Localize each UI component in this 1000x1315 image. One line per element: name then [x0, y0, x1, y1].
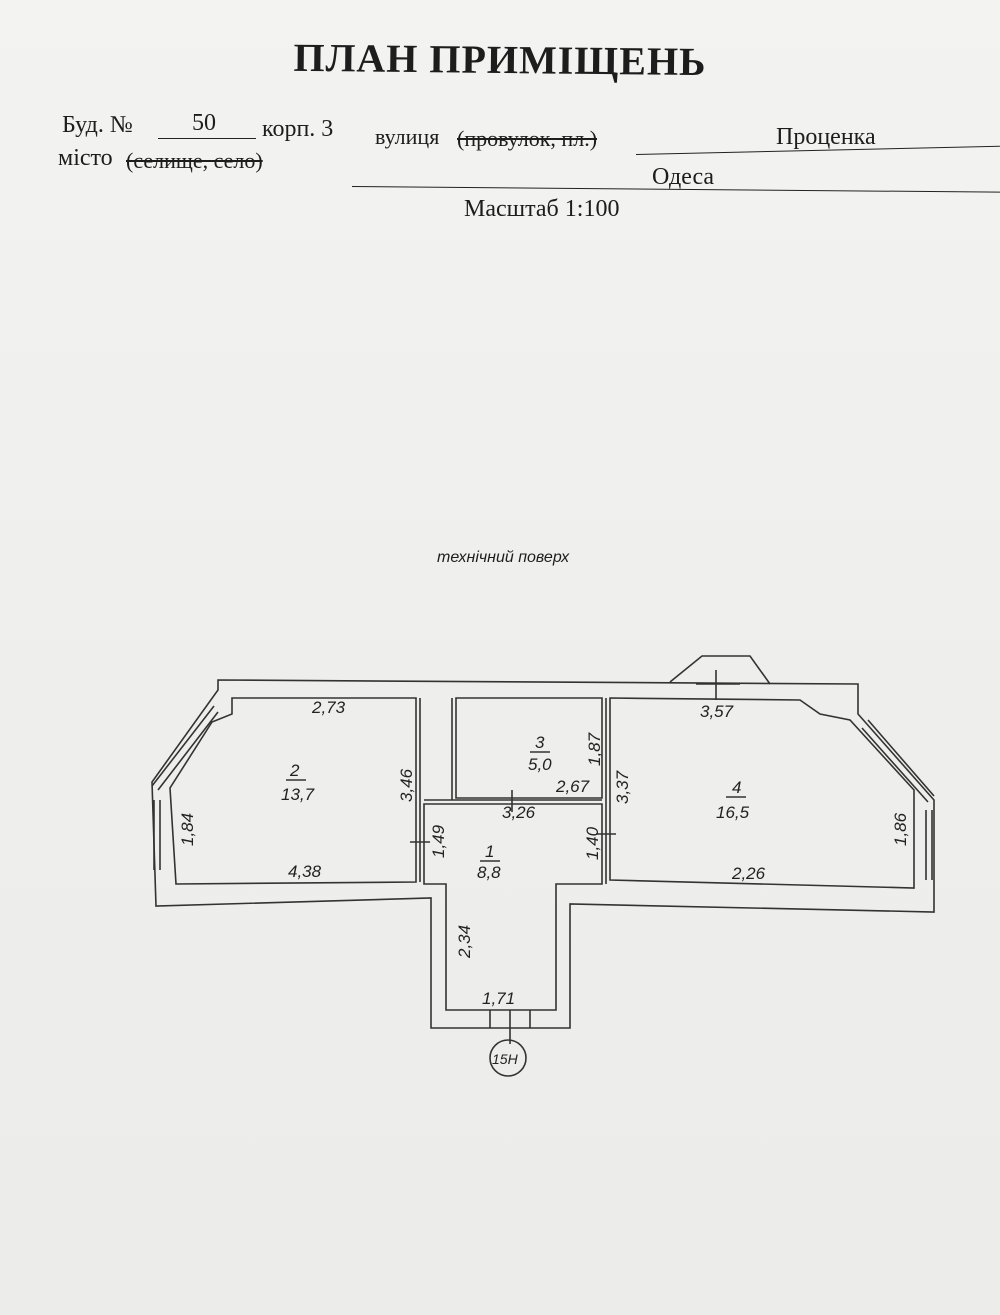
dim-r2-right: 3,46: [397, 768, 416, 802]
building-number-underline: [158, 138, 256, 139]
dim-r1-left: 1,49: [429, 824, 448, 858]
room-1-walls: [423, 803, 603, 1011]
scale-label: Масштаб 1:100: [464, 196, 620, 222]
dim-r3-bottom: 2,67: [555, 777, 590, 796]
room-2-area: 13,7: [281, 785, 315, 804]
room-4-number: 4: [732, 778, 741, 797]
floor-label: технічний поверх: [437, 549, 570, 566]
room-2-walls: [169, 697, 417, 885]
dim-r2-bottom: 4,38: [288, 862, 322, 881]
korpus-label: корп. 3: [262, 116, 334, 142]
dim-r4-bottom: 2,26: [731, 864, 766, 883]
dim-r1-right: 1,40: [583, 826, 602, 860]
building-label: Буд. №: [62, 112, 133, 138]
window-left: [151, 705, 219, 870]
street-struck-options: (провулок, пл.): [457, 126, 598, 151]
dim-r1-corridor: 2,34: [455, 925, 474, 959]
dim-r4-left: 3,37: [613, 770, 632, 804]
city-value: Одеса: [652, 164, 715, 190]
building-number: 50: [192, 110, 216, 136]
city-struck-options: (селище, село): [126, 148, 263, 173]
room-2-number: 2: [289, 761, 300, 780]
outer-wall: [151, 679, 935, 1029]
apartment-tag-circle: [489, 1039, 527, 1077]
roof-exit: [669, 655, 771, 685]
dim-r4-top: 3,57: [700, 702, 734, 721]
room-3-number: 3: [535, 733, 545, 752]
dim-r3-right: 1,87: [585, 732, 604, 766]
room-3-area: 5,0: [528, 755, 552, 774]
room-1-area: 8,8: [477, 863, 501, 882]
room-3-walls: [455, 697, 603, 799]
room-4-walls: [609, 697, 915, 889]
room-4-area: 16,5: [716, 803, 750, 822]
dim-r4-right: 1,86: [891, 812, 910, 846]
dim-r2-top: 2,73: [311, 698, 346, 717]
city-label: місто: [58, 145, 113, 171]
dim-r1-top: 3,26: [502, 803, 536, 822]
dim-r1-bottom: 1,71: [482, 989, 515, 1008]
street-label: вулиця: [375, 124, 440, 149]
apartment-tag: 15Н: [492, 1051, 519, 1067]
dim-r2-left: 1,84: [178, 813, 197, 846]
window-right: [861, 719, 935, 880]
street-value: Проценка: [776, 124, 876, 150]
room-1-number: 1: [485, 842, 494, 861]
